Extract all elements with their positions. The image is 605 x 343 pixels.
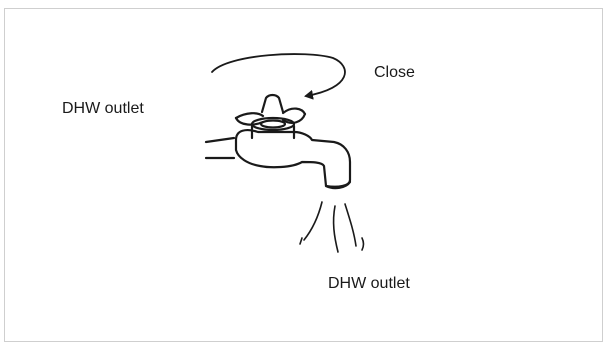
clockwise-rotation-arrow-icon [212,54,345,96]
water-stream-icon [300,202,364,252]
faucet-icon [206,95,350,188]
